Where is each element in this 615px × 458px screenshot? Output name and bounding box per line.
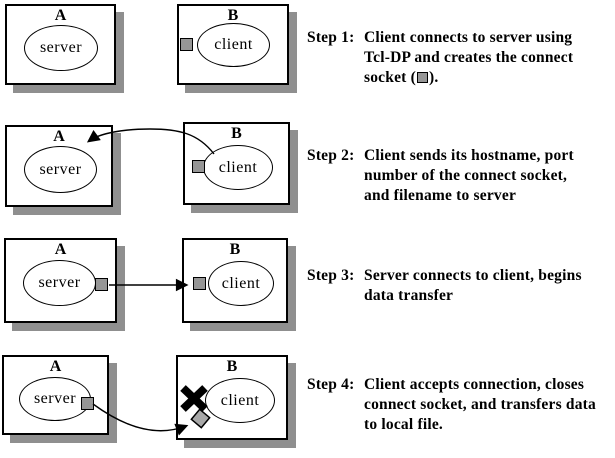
step3-line2: data transfer <box>364 287 454 304</box>
step4-text: Client accepts connection, closes connec… <box>364 375 615 435</box>
step3-line1: Server connects to client, begins <box>364 267 582 284</box>
server-node-label: server <box>39 39 83 56</box>
step4-caption: Step 4: Client accepts connection, close… <box>307 375 615 435</box>
step3-caption: Step 3: Server connects to client, begin… <box>307 266 615 306</box>
step2-text: Client sends its hostname, port number o… <box>364 146 615 206</box>
connect-socket-icon-step1 <box>180 38 193 51</box>
server-node-label: server <box>38 274 81 291</box>
client-node-label: client <box>214 36 253 53</box>
step4-line2: connect socket, and transfers data <box>364 396 596 413</box>
connect-socket-inline-icon <box>416 72 428 83</box>
step2-line3: and filename to server <box>364 187 517 204</box>
step1-line3-suffix: ). <box>428 69 439 86</box>
step2-line1: Client sends its hostname, port <box>364 147 574 164</box>
machine-a-label: A <box>54 7 67 24</box>
client-node-step2: client <box>203 145 273 190</box>
step3-label: Step 3: <box>307 267 355 284</box>
machine-b-label: B <box>231 125 242 142</box>
machine-b-label: B <box>227 7 239 24</box>
step1-line3: socket (). <box>364 68 615 88</box>
step4-line1: Client accepts connection, closes <box>364 376 585 393</box>
client-node-label: client <box>220 391 260 409</box>
server-node-step2: server <box>24 146 97 193</box>
machine-b-label: B <box>226 358 238 375</box>
machine-a-label: A <box>54 241 67 258</box>
client-node-step3: client <box>208 261 274 306</box>
step2-line2: number of the connect socket, <box>364 167 568 184</box>
step1-line3-prefix: socket ( <box>364 69 416 86</box>
step3-text: Server connects to client, begins data t… <box>364 266 615 306</box>
step1-line2: Tcl-DP and creates the connect <box>364 49 574 66</box>
step1-line1: Client connects to server using <box>364 29 573 46</box>
step1-label: Step 1: <box>307 29 355 46</box>
step1-caption: Step 1: Client connects to server using … <box>307 28 615 88</box>
machine-b-label: B <box>229 241 241 258</box>
client-node-label: client <box>221 274 261 292</box>
server-node-step3: server <box>23 260 96 306</box>
client-node-step4: client <box>205 378 275 423</box>
server-node-label: server <box>33 390 77 407</box>
server-socket-icon-step4 <box>81 397 94 410</box>
connect-socket-icon-step2 <box>192 160 205 173</box>
connect-socket-icon-step3 <box>193 277 206 290</box>
step1-text: Client connects to server using Tcl-DP a… <box>364 28 615 88</box>
server-node-label: server <box>39 160 82 178</box>
step4-line3: to local file. <box>364 416 443 433</box>
step2-caption: Step 2: Client sends its hostname, port … <box>307 146 615 206</box>
client-node-step1: client <box>197 23 270 67</box>
step4-label: Step 4: <box>307 376 355 393</box>
server-socket-icon-step3 <box>95 278 108 291</box>
server-node-step1: server <box>24 25 98 71</box>
machine-a-label: A <box>49 358 62 375</box>
server-node-step4: server <box>19 377 91 421</box>
client-node-label: client <box>218 158 258 176</box>
machine-a-label: A <box>53 128 65 145</box>
step2-label: Step 2: <box>307 147 355 164</box>
